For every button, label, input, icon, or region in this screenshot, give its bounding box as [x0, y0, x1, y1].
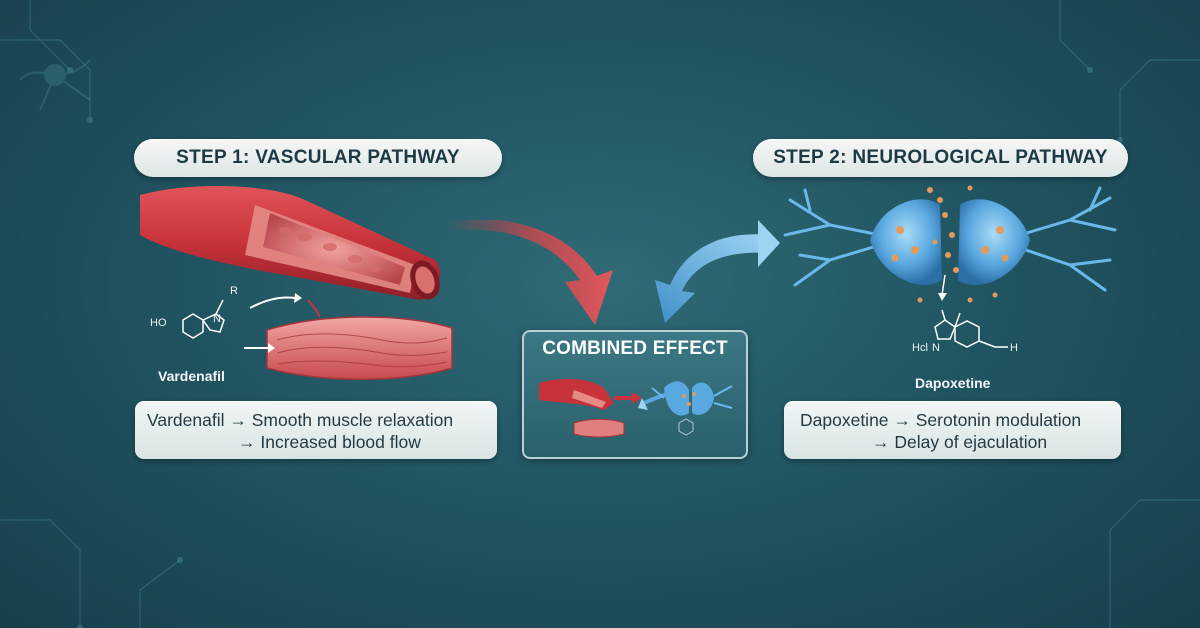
step2-description-line1: Dapoxetine → Serotonin modulation — [800, 410, 1082, 430]
dapoxetine-structure-icon — [934, 309, 1008, 348]
neurological-to-combined-arrow-icon — [655, 220, 780, 323]
synapse-neuron-icon — [783, 185, 1117, 303]
vardenafil-structure-icon — [182, 299, 225, 339]
vardenafil-ho-label: HO — [150, 317, 167, 329]
step1-description-box: Vardenafil → Smooth muscle relaxation → … — [135, 401, 497, 459]
dapoxetine-h-label: H — [1010, 342, 1018, 354]
vardenafil-n-label: N — [213, 313, 221, 325]
dapoxetine-label: Dapoxetine — [915, 375, 991, 391]
step1-description-line2: → Increased blood flow — [238, 432, 421, 452]
step1-title-pill: STEP 1: VASCULAR PATHWAY — [134, 139, 502, 177]
step1-title: STEP 1: VASCULAR PATHWAY — [176, 147, 460, 168]
vardenafil-r-label: R — [230, 285, 238, 297]
combined-effect-title: COMBINED EFFECT — [542, 338, 728, 359]
vardenafil-label: Vardenafil — [158, 368, 225, 384]
relaxation-arrows-icon — [244, 293, 320, 353]
step2-title-pill: STEP 2: NEUROLOGICAL PATHWAY — [753, 139, 1128, 177]
step2-description-line2: → Delay of ejaculation — [872, 432, 1048, 452]
blood-vessel-icon — [140, 185, 440, 300]
step1-description-line1: Vardenafil → Smooth muscle relaxation — [147, 410, 454, 430]
smooth-muscle-tissue-icon — [266, 316, 453, 380]
step2-title: STEP 2: NEUROLOGICAL PATHWAY — [773, 147, 1108, 168]
vascular-to-combined-arrow-icon — [445, 220, 613, 325]
dapoxetine-hcl-label: Hcl — [912, 342, 928, 354]
dapoxetine-n-label: N — [932, 342, 940, 354]
combined-effect-box: COMBINED EFFECT — [522, 330, 748, 459]
combined-effect-illustration-icon — [539, 378, 733, 438]
step2-description-box: Dapoxetine → Serotonin modulation → Dela… — [784, 401, 1121, 459]
